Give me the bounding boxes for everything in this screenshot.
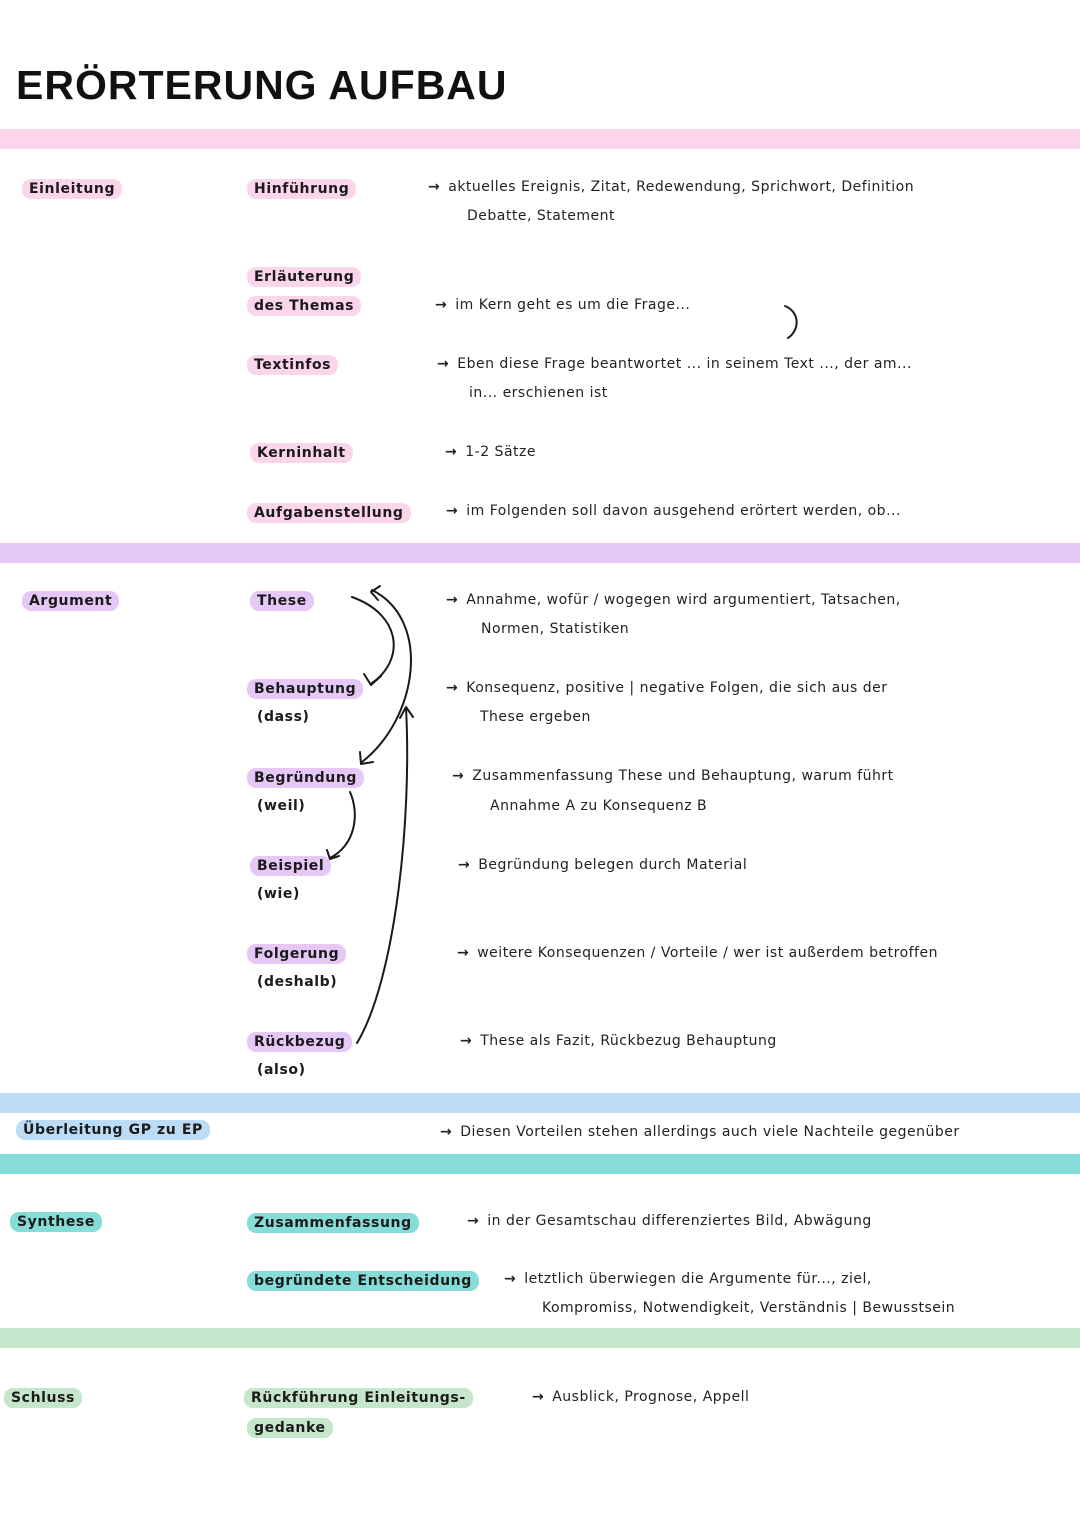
sub-also: (also) bbox=[257, 1062, 306, 1078]
label-folgerung: Folgerung bbox=[247, 944, 347, 964]
label-behauptung: Behauptung bbox=[247, 679, 364, 699]
desc-begruendung: →Zusammenfassung These und Behauptung, w… bbox=[452, 768, 894, 784]
label-erlaeuterung: Erläuterung bbox=[247, 267, 362, 287]
desc-entscheidung: →letztlich überwiegen die Argumente für.… bbox=[504, 1271, 872, 1287]
divider-band-schluss bbox=[0, 1328, 1080, 1348]
desc-behauptung: →Konsequenz, positive | negative Folgen,… bbox=[446, 680, 888, 696]
page-title: ERÖRTERUNG AUFBAU bbox=[16, 62, 508, 108]
section-label-synthese: Synthese bbox=[10, 1212, 102, 1232]
sub-deshalb: (deshalb) bbox=[257, 974, 338, 990]
desc-these-2: Normen, Statistiken bbox=[481, 621, 630, 637]
label-begruendung: Begründung bbox=[247, 768, 365, 788]
sub-wie: (wie) bbox=[257, 886, 301, 902]
label-gedanke: gedanke bbox=[247, 1418, 333, 1438]
desc-aufgabenstellung: →im Folgenden soll davon ausgehend erört… bbox=[446, 503, 901, 519]
desc-ueberleitung: →Diesen Vorteilen stehen allerdings auch… bbox=[440, 1124, 960, 1140]
desc-rueckbezug: →These als Fazit, Rückbezug Behauptung bbox=[460, 1033, 777, 1049]
arc-begruendung-beispiel bbox=[329, 791, 356, 859]
label-rueckfuehrung: Rückführung Einleitungs- bbox=[244, 1388, 473, 1408]
label-kerninhalt: Kerninhalt bbox=[250, 443, 353, 463]
desc-textinfos: →Eben diese Frage beantwortet ... in sei… bbox=[437, 356, 912, 372]
label-aufgabenstellung: Aufgabenstellung bbox=[247, 503, 411, 523]
desc-begruendung-2: Annahme A zu Konsequenz B bbox=[490, 798, 708, 814]
divider-band-argument bbox=[0, 543, 1080, 563]
section-label-schluss: Schluss bbox=[4, 1388, 82, 1408]
desc-zusammenfassung: →in der Gesamtschau differenziertes Bild… bbox=[467, 1213, 872, 1229]
label-des-themas: des Themas bbox=[247, 296, 362, 316]
section-label-ueberleitung: Überleitung GP zu EP bbox=[16, 1120, 210, 1140]
label-beispiel: Beispiel bbox=[250, 856, 332, 876]
arc-these-behauptung bbox=[351, 596, 395, 684]
arc-these-begruendung bbox=[361, 589, 412, 763]
desc-these: →Annahme, wofür / wogegen wird argumenti… bbox=[446, 592, 901, 608]
label-these: These bbox=[250, 591, 314, 611]
brace-frage bbox=[784, 305, 798, 339]
sub-weil: (weil) bbox=[257, 798, 306, 814]
divider-band-einleitung bbox=[0, 129, 1080, 149]
desc-hinfuehrung: →aktuelles Ereignis, Zitat, Redewendung,… bbox=[428, 179, 915, 195]
arc-rueckbezug-behauptung bbox=[356, 707, 409, 1044]
sub-dass: (dass) bbox=[257, 709, 310, 725]
section-label-argument: Argument bbox=[22, 591, 120, 611]
label-textinfos: Textinfos bbox=[247, 355, 339, 375]
section-label-einleitung: Einleitung bbox=[22, 179, 123, 199]
desc-kerninhalt: →1-2 Sätze bbox=[445, 444, 536, 460]
desc-schluss: →Ausblick, Prognose, Appell bbox=[532, 1389, 750, 1405]
desc-textinfos-2: in... erschienen ist bbox=[469, 385, 608, 401]
label-rueckbezug: Rückbezug bbox=[247, 1032, 353, 1052]
desc-hinfuehrung-2: Debatte, Statement bbox=[467, 208, 616, 224]
label-hinfuehrung: Hinführung bbox=[247, 179, 357, 199]
divider-band-ueberleitung bbox=[0, 1093, 1080, 1113]
divider-band-synthese bbox=[0, 1154, 1080, 1174]
desc-entscheidung-2: Kompromiss, Notwendigkeit, Verständnis |… bbox=[542, 1300, 956, 1316]
label-zusammenfassung: Zusammenfassung bbox=[247, 1213, 419, 1233]
desc-behauptung-2: These ergeben bbox=[480, 709, 591, 725]
label-begruendete-entscheidung: begründete Entscheidung bbox=[247, 1271, 479, 1291]
desc-beispiel: →Begründung belegen durch Material bbox=[458, 857, 748, 873]
desc-erlaeuterung: →im Kern geht es um die Frage... bbox=[435, 297, 691, 313]
desc-folgerung: →weitere Konsequenzen / Vorteile / wer i… bbox=[457, 945, 938, 961]
